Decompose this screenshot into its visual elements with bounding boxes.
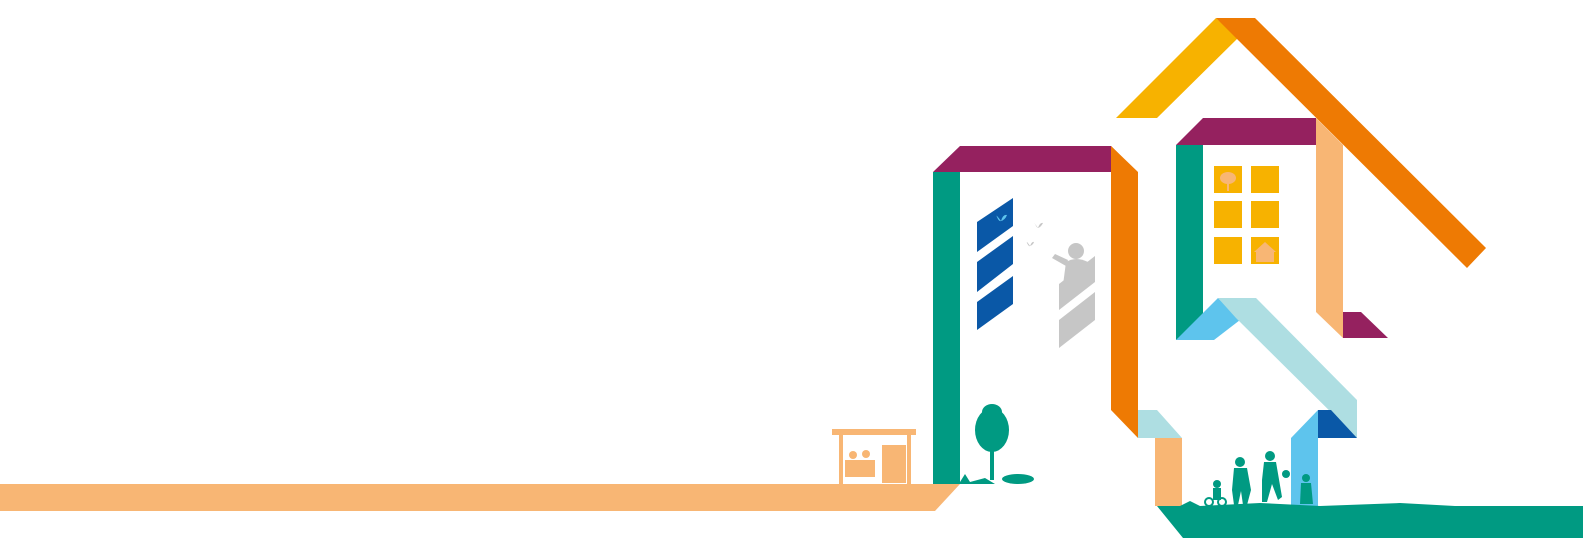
butterfly-icon xyxy=(1026,241,1034,247)
left-building-peach-leg xyxy=(1155,438,1182,506)
window-gold xyxy=(1251,201,1279,228)
window-navy xyxy=(977,236,1013,292)
house-roof-orange xyxy=(1216,18,1486,268)
child-silhouette-icon xyxy=(1052,243,1090,285)
ground-stripe xyxy=(0,484,960,511)
grass-tuft xyxy=(960,474,995,484)
window-navy xyxy=(977,198,1013,252)
window-grey xyxy=(1059,292,1095,348)
house-roof-gold xyxy=(1116,18,1238,118)
house-teal-wall xyxy=(1176,145,1203,340)
left-building-pale-blue-fold xyxy=(1138,410,1182,438)
left-building-roof-band xyxy=(933,146,1137,172)
window-gold xyxy=(1214,201,1242,228)
bus-shelter-icon xyxy=(832,429,916,484)
grass-fringe xyxy=(1180,501,1455,506)
tree-pictogram-icon xyxy=(1220,172,1236,191)
house-peach-wall xyxy=(1316,118,1343,338)
house-plum-band xyxy=(1176,118,1316,145)
butterfly-icon xyxy=(1034,222,1043,228)
door-arch-pale-blue xyxy=(1218,298,1357,438)
soccer-ball-icon xyxy=(1282,470,1290,478)
door-right-navy xyxy=(1318,410,1357,438)
door-right-light-blue xyxy=(1291,410,1318,506)
window-gold xyxy=(1214,237,1242,264)
left-building-orange-wall xyxy=(1111,146,1138,438)
family-silhouette-icon xyxy=(1204,451,1313,507)
school-building-icon xyxy=(1254,242,1276,262)
left-building-teal-wall xyxy=(933,172,960,484)
window-navy xyxy=(977,276,1013,330)
house-plum-flap xyxy=(1343,312,1388,338)
grass-strip xyxy=(1157,506,1583,538)
window-gold xyxy=(1251,166,1279,193)
tree-icon xyxy=(975,404,1009,480)
butterfly-icon xyxy=(996,214,1007,222)
bush-icon xyxy=(1002,474,1034,484)
door-arch-light-blue xyxy=(1176,298,1240,340)
